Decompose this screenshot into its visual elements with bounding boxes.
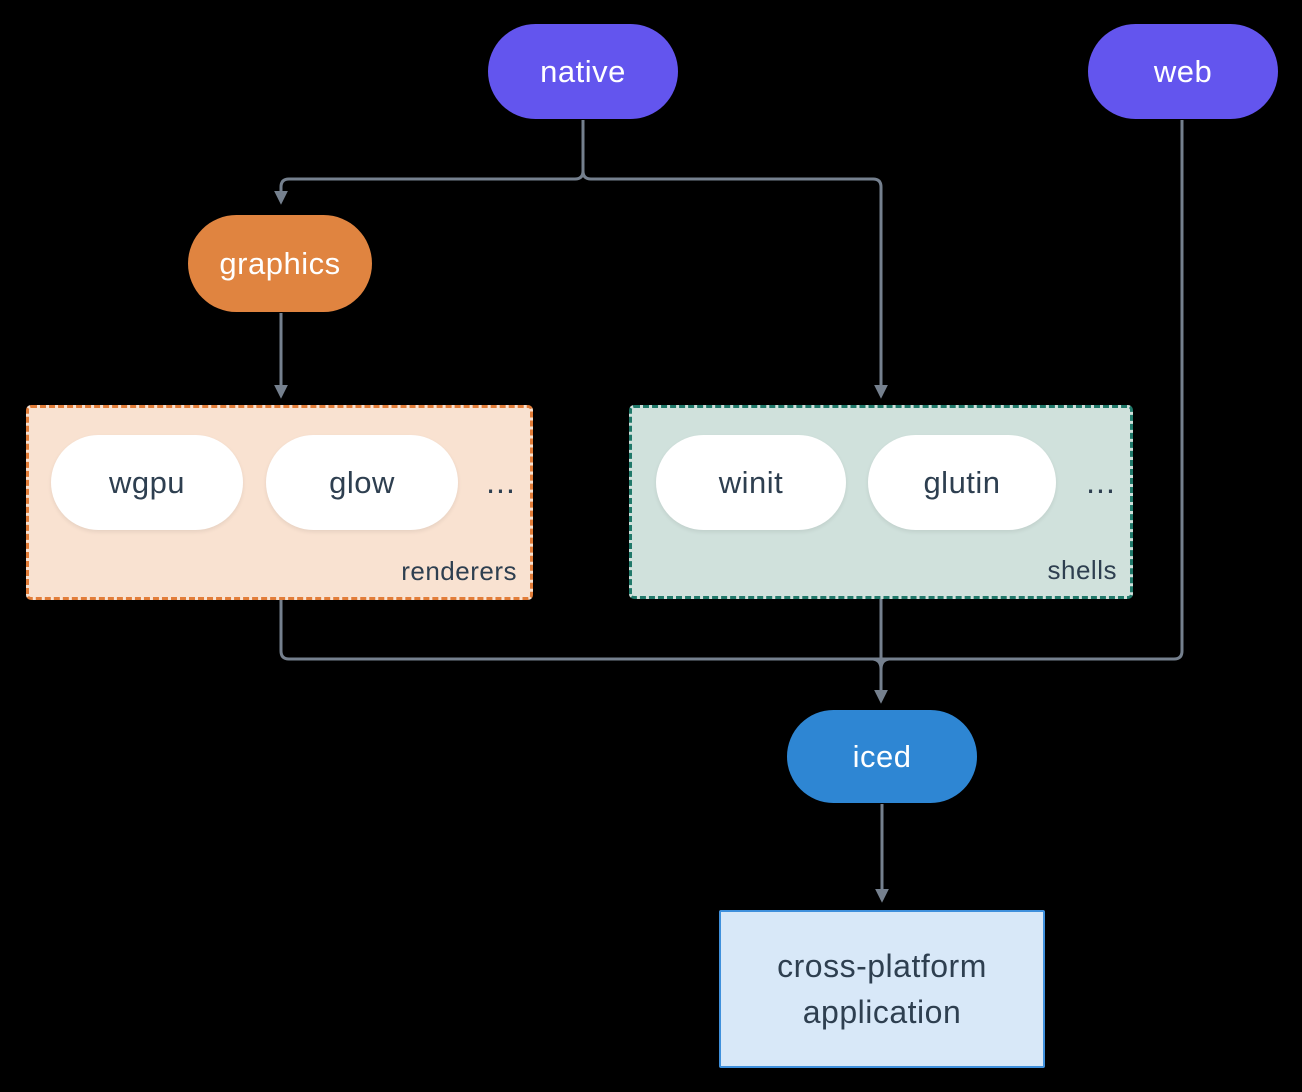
edge-native-shells xyxy=(581,120,888,399)
node-wgpu: wgpu xyxy=(51,435,243,530)
group-shells: winit glutin ... shells xyxy=(629,405,1133,599)
node-graphics: graphics xyxy=(188,215,372,312)
edge-merge-bus xyxy=(279,120,1184,661)
node-native-label: native xyxy=(540,53,626,89)
node-native: native xyxy=(488,24,678,119)
node-wgpu-label: wgpu xyxy=(108,464,186,500)
node-graphics-label: graphics xyxy=(219,245,341,281)
application-label-line1: cross-platform xyxy=(777,947,987,984)
node-web: web xyxy=(1088,24,1278,119)
node-web-label: web xyxy=(1153,53,1213,89)
node-winit-label: winit xyxy=(718,464,784,500)
node-glutin-label: glutin xyxy=(923,464,1001,500)
node-glow-label: glow xyxy=(329,464,395,500)
node-iced: iced xyxy=(787,710,977,803)
group-renderers: wgpu glow ... renderers xyxy=(26,405,533,600)
node-glutin: glutin xyxy=(868,435,1056,530)
application-label-line2: application xyxy=(802,994,962,1030)
renderers-more-ellipsis: ... xyxy=(486,464,516,500)
node-glow: glow xyxy=(266,435,458,530)
edge-native-graphics xyxy=(274,120,585,205)
shells-more-ellipsis: ... xyxy=(1086,464,1116,500)
group-renderers-label: renderers xyxy=(401,556,517,586)
node-iced-label: iced xyxy=(852,738,912,774)
node-winit: winit xyxy=(656,435,846,530)
group-shells-label: shells xyxy=(1047,555,1117,585)
node-cross-platform-application: cross-platform application xyxy=(719,910,1045,1068)
